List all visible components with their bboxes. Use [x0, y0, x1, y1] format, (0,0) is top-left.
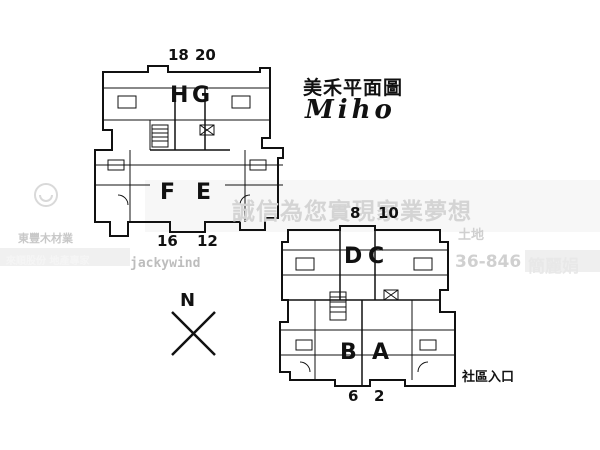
- house-number-16: 16: [157, 232, 178, 250]
- unit-label-d: D: [344, 244, 363, 269]
- house-number-6: 6: [348, 387, 359, 405]
- plan-title: 美禾平面圖: [303, 77, 404, 99]
- house-number-18: 18: [168, 46, 189, 64]
- house-number-12: 12: [197, 232, 218, 250]
- unit-label-c: C: [368, 244, 385, 269]
- unit-label-e: E: [196, 180, 212, 205]
- house-number-2: 2: [374, 387, 385, 405]
- watermark-phone: 36-846: [455, 252, 522, 272]
- house-number-8: 8: [350, 204, 361, 222]
- house-number-10: 10: [378, 204, 399, 222]
- house-number-20: 20: [195, 46, 216, 64]
- unit-label-f: F: [160, 180, 176, 205]
- watermark-left-line-1: 東豐木材業: [18, 232, 73, 245]
- watermark-left-line-2: 來順股份 地產專家: [6, 256, 90, 267]
- watermark-brand: jackywind: [130, 256, 201, 271]
- watermark-graphic: [0, 180, 600, 272]
- unit-label-h: H: [170, 83, 189, 108]
- unit-label-g: G: [192, 83, 211, 108]
- watermark-name: 簡麗娟: [528, 257, 579, 277]
- building-upper-outline: [94, 65, 284, 237]
- building-lower-outline: [279, 225, 456, 387]
- watermark-land: 土地: [458, 228, 485, 243]
- unit-label-a: A: [372, 340, 390, 365]
- north-label: N: [180, 290, 196, 311]
- watermark-slogan: 誠信為您實現家業夢想: [232, 199, 472, 225]
- north-arrow-cross: [171, 311, 216, 356]
- plan-brand-name: Miho: [305, 95, 396, 125]
- community-entrance-label: 社區入口: [462, 370, 515, 385]
- unit-label-b: B: [340, 340, 357, 365]
